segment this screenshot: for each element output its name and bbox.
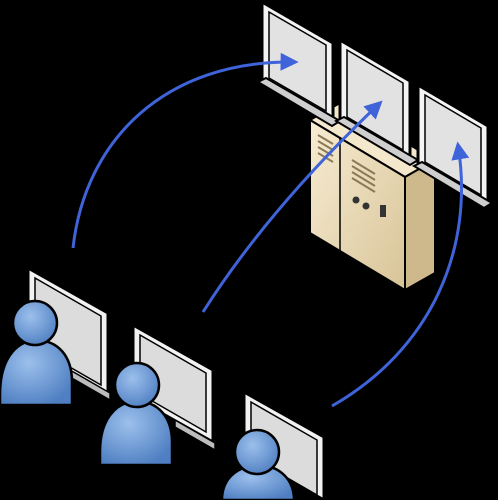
user-person-icon: [98, 361, 174, 467]
curved-arrow-icon: [71, 52, 299, 249]
client-1: [0, 265, 111, 407]
curved-arrow-icon: [201, 100, 383, 313]
monitor-icon: [333, 37, 420, 167]
user-person-icon: [0, 299, 74, 407]
server-display-2: [333, 37, 420, 167]
client-2: [98, 322, 216, 467]
computer-monitor-icon: [131, 322, 216, 452]
curved-arrow-icon: [331, 141, 470, 408]
client-3: [220, 389, 326, 500]
user-person-icon: [220, 428, 296, 500]
